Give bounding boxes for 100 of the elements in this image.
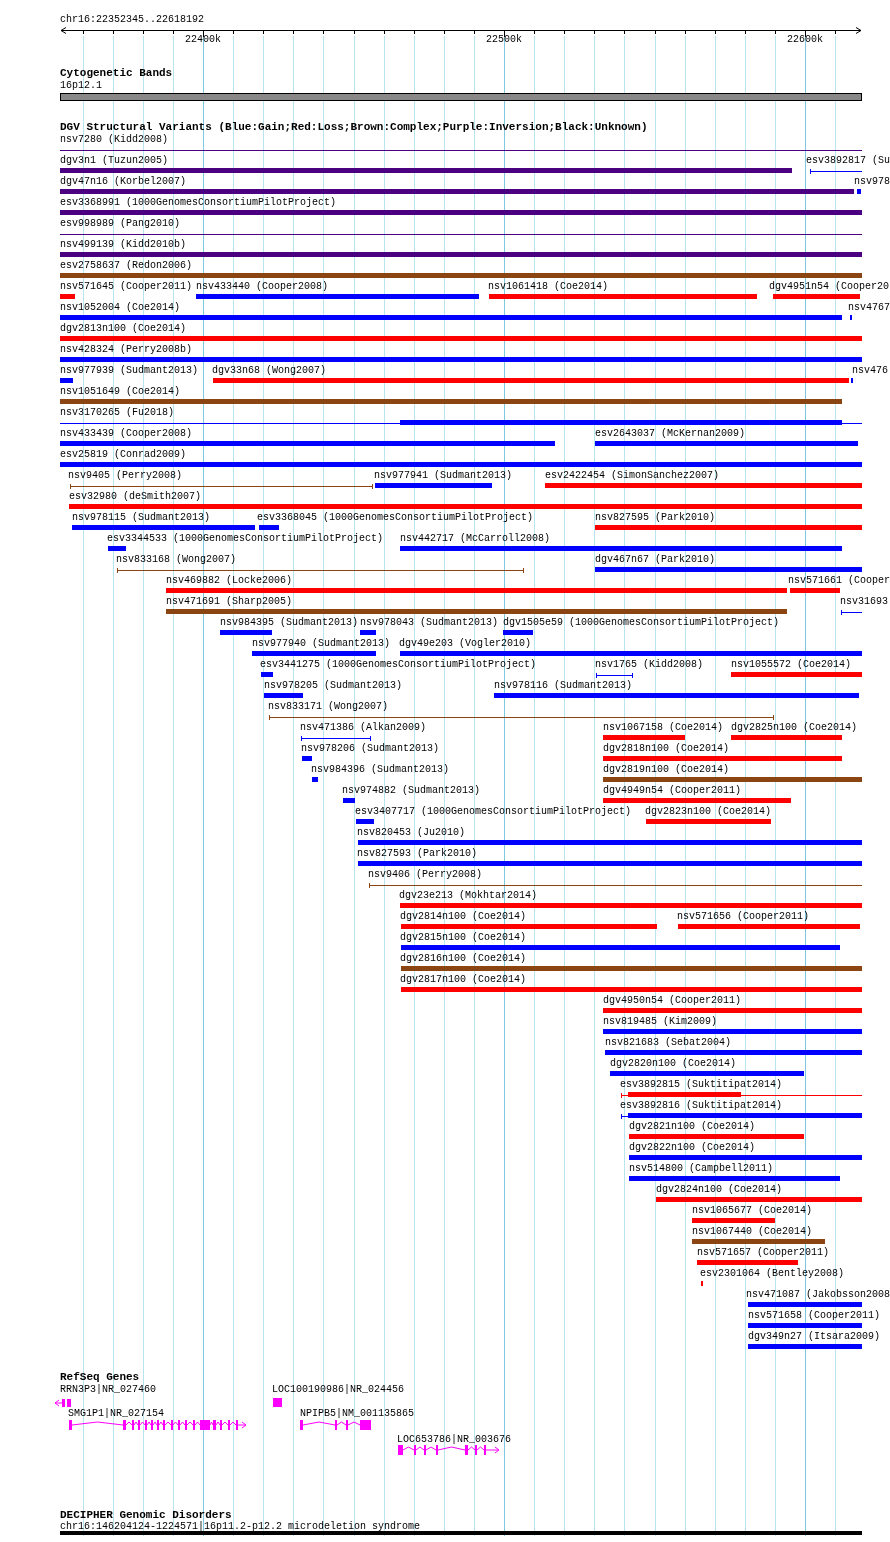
region-label: chr16:22352345..22618192: [60, 14, 205, 26]
variant-label: esv3344533 (1000GenomesConsortiumPilotProject): [107, 533, 384, 545]
axis-tick-label: 22600k: [787, 34, 823, 46]
variant-label: esv998989 (Pang2010): [60, 218, 181, 230]
variant-label: nsv977941 (Sudmant2013): [374, 470, 513, 482]
variant-label: nsv827595 (Park2010): [595, 512, 716, 524]
variant-label: nsv974882 (Sudmant2013): [342, 785, 481, 797]
variant-label: dgv2814n100 (Coe2014): [400, 911, 527, 923]
variant-label: esv3892816 (Suktitipat2014): [620, 1100, 783, 1112]
variant-label: nsv1055572 (Coe2014): [731, 659, 852, 671]
variant-label: dgv2825n100 (Coe2014): [731, 722, 858, 734]
variant-label: dgv4949n54 (Cooper2011): [603, 785, 742, 797]
variant-label: dgv49e203 (Vogler2010): [399, 638, 532, 650]
band-label: 16p12.1: [60, 80, 102, 92]
gene-label: RRN3P3|NR_027460: [60, 1384, 156, 1396]
variant-label: nsv978: [854, 176, 890, 188]
variant-label: nsv977939 (Sudmant2013): [60, 365, 199, 377]
variant-label: nsv1067440 (Coe2014): [692, 1226, 813, 1238]
variant-label: esv3892815 (Suktitipat2014): [620, 1079, 783, 1091]
variant-label: nsv833168 (Wong2007): [116, 554, 237, 566]
variant-label: nsv471386 (Alkan2009): [300, 722, 427, 734]
variant-label: nsv433440 (Cooper2008): [196, 281, 329, 293]
variant-label: dgv2817n100 (Coe2014): [400, 974, 527, 986]
variant-label: dgv23e213 (Mokhtar2014): [399, 890, 538, 902]
variant-label: dgv2815n100 (Coe2014): [400, 932, 527, 944]
gene-label: LOC653786|NR_003676: [397, 1434, 512, 1446]
disorder-label: chr16:146204124-1224571|16p11.2-p12.2 microdeletion syndrome: [60, 1521, 421, 1533]
variant-label: dgv2819n100 (Coe2014): [603, 764, 730, 776]
gene-label: LOC100190986|NR_024456: [272, 1384, 405, 1396]
variant-label: nsv977940 (Sudmant2013): [252, 638, 391, 650]
variant-label: nsv433439 (Cooper2008): [60, 428, 193, 440]
variant-label: nsv571656 (Cooper2011): [677, 911, 810, 923]
axis-tick-label: 22400k: [185, 34, 221, 46]
variant-label: nsv31693: [840, 596, 888, 608]
variant-label: esv3368991 (1000GenomesConsortiumPilotProject): [60, 197, 337, 209]
variant-label: dgv33n68 (Wong2007): [212, 365, 327, 377]
variant-label: dgv4950n54 (Cooper2011): [603, 995, 742, 1007]
variant-label: nsv476: [852, 365, 888, 377]
variant-label: nsv978205 (Sudmant2013): [264, 680, 403, 692]
variant-label: nsv1065677 (Coe2014): [692, 1205, 813, 1217]
variant-label: nsv571657 (Cooper2011): [697, 1247, 830, 1259]
track-title: DGV Structural Variants (Blue:Gain;Red:Loss;Brown:Complex;Purple:Inversion;Black:Unknown): [60, 121, 648, 133]
variant-label: esv2758637 (Redon2006): [60, 260, 193, 272]
variant-label: nsv820453 (Ju2010): [357, 827, 466, 839]
variant-label: nsv819485 (Kim2009): [603, 1016, 718, 1028]
variant-label: dgv4951n54 (Cooper20: [769, 281, 890, 293]
variant-label: nsv1052004 (Coe2014): [60, 302, 181, 314]
variant-label: nsv984395 (Sudmant2013): [220, 617, 359, 629]
variant-label: nsv1061418 (Coe2014): [488, 281, 609, 293]
variant-label: nsv9405 (Perry2008): [68, 470, 183, 482]
variant-label: nsv7280 (Kidd2008): [60, 134, 169, 146]
gene-label: SMG1P1|NR_027154: [68, 1408, 164, 1420]
variant-label: nsv469882 (Locke2006): [166, 575, 293, 587]
variant-label: esv3368045 (1000GenomesConsortiumPilotProject): [257, 512, 534, 524]
variant-label: nsv978206 (Sudmant2013): [301, 743, 440, 755]
variant-label: esv3892817 (Su: [806, 155, 890, 167]
variant-label: dgv2820n100 (Coe2014): [610, 1058, 737, 1070]
variant-label: dgv47n16 (Korbel2007): [60, 176, 187, 188]
variant-label: nsv571645 (Cooper2011): [60, 281, 193, 293]
gene-label: NPIPB5|NM_001135865: [300, 1408, 415, 1420]
variant-label: nsv571661 (Cooper: [788, 575, 890, 587]
variant-label: dgv2821n100 (Coe2014): [629, 1121, 756, 1133]
variant-label: esv25819 (Conrad2009): [60, 449, 187, 461]
variant-label: nsv821683 (Sebat2004): [605, 1037, 732, 1049]
variant-label: esv3407717 (1000GenomesConsortiumPilotProject): [355, 806, 632, 818]
variant-label: nsv499139 (Kidd2010b): [60, 239, 187, 251]
variant-label: dgv3n1 (Tuzun2005): [60, 155, 169, 167]
variant-label: dgv2816n100 (Coe2014): [400, 953, 527, 965]
variant-label: dgv2823n100 (Coe2014): [645, 806, 772, 818]
variant-label: nsv442717 (McCarroll2008): [400, 533, 551, 545]
variant-label: nsv1051649 (Coe2014): [60, 386, 181, 398]
variant-label: dgv2824n100 (Coe2014): [656, 1184, 783, 1196]
variant-label: esv2301064 (Bentley2008): [700, 1268, 845, 1280]
track-title: RefSeq Genes: [60, 1371, 140, 1383]
track-title: DECIPHER Genomic Disorders: [60, 1509, 232, 1521]
variant-label: nsv1067158 (Coe2014): [603, 722, 724, 734]
variant-label: dgv349n27 (Itsara2009): [748, 1331, 881, 1343]
variant-label: nsv984396 (Sudmant2013): [311, 764, 450, 776]
variant-label: nsv514800 (Campbell2011): [629, 1163, 774, 1175]
variant-label: nsv428324 (Perry2008b): [60, 344, 193, 356]
variant-label: dgv2813n100 (Coe2014): [60, 323, 187, 335]
variant-label: dgv2818n100 (Coe2014): [603, 743, 730, 755]
variant-label: nsv833171 (Wong2007): [268, 701, 389, 713]
variant-label: esv2643037 (McKernan2009): [595, 428, 746, 440]
variant-label: nsv3170265 (Fu2018): [60, 407, 175, 419]
variant-label: esv3441275 (1000GenomesConsortiumPilotProject): [260, 659, 537, 671]
variant-label: esv32980 (deSmith2007): [69, 491, 202, 503]
variant-label: nsv1765 (Kidd2008): [595, 659, 704, 671]
variant-label: esv2422454 (SimonSanchez2007): [545, 470, 720, 482]
variant-label: nsv9406 (Perry2008): [368, 869, 483, 881]
axis-tick-label: 22500k: [486, 34, 522, 46]
variant-label: nsv471087 (Jakobsson2008: [746, 1289, 890, 1301]
variant-label: nsv4767: [848, 302, 890, 314]
variant-label: dgv1505e59 (1000GenomesConsortiumPilotProject): [503, 617, 780, 629]
variant-label: dgv2822n100 (Coe2014): [629, 1142, 756, 1154]
variant-label: nsv978116 (Sudmant2013): [494, 680, 633, 692]
variant-label: nsv978043 (Sudmant2013): [360, 617, 499, 629]
variant-label: nsv471691 (Sharp2005): [166, 596, 293, 608]
variant-label: nsv571658 (Cooper2011): [748, 1310, 881, 1322]
track-title: Cytogenetic Bands: [60, 67, 173, 79]
